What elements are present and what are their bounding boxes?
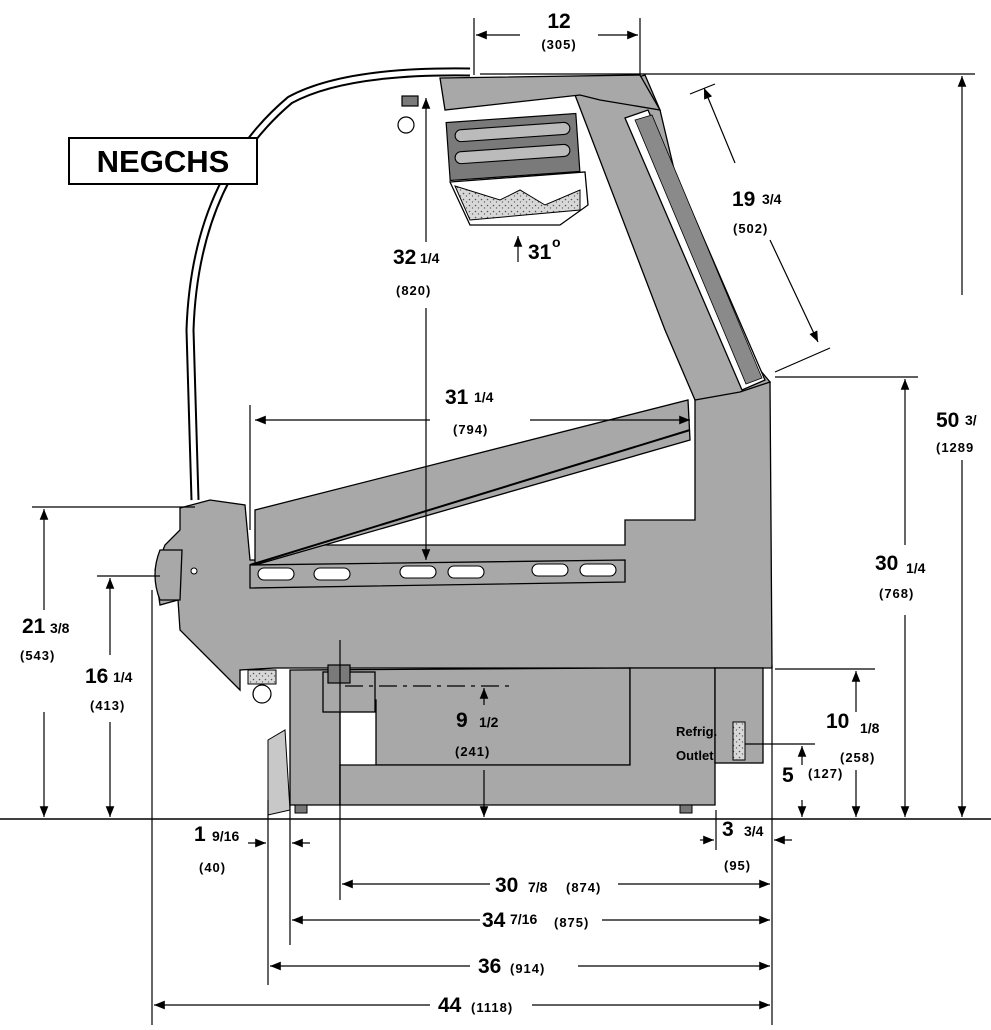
dim-front-height-frac: 3/8 — [50, 620, 70, 636]
dim-rear-base-mm: (258) — [840, 750, 875, 765]
dim-rear-height-mm: (768) — [879, 586, 914, 601]
dim-overall-height-mm: (1289 — [936, 440, 974, 455]
dim-depth-c: 36 — [478, 955, 501, 978]
dim-depth-b-mm: (875) — [554, 915, 589, 930]
dim-top-width: 12 — [547, 10, 570, 33]
dim-outlet-height: 5 — [782, 764, 794, 787]
dim-rear-offset: 3 — [722, 818, 734, 841]
dimension-labels: 12 (305) 19 3/4 (502) 31 o 32 1/4 (820) … — [20, 10, 977, 1017]
dim-rear-offset-frac: 3/4 — [744, 823, 764, 839]
dim-rear-height: 30 — [875, 552, 898, 575]
dim-rear-base-frac: 1/8 — [860, 720, 880, 736]
dim-bumper-height: 16 — [85, 665, 108, 688]
dim-depth-b: 34 — [482, 909, 506, 932]
dim-front-offset: 1 — [194, 823, 206, 846]
dim-bumper-height-mm: (413) — [90, 698, 125, 713]
dim-overall-height-frac: 3/ — [965, 412, 977, 428]
dim-deck-depth-frac: 1/4 — [474, 389, 494, 405]
dim-rear-offset-mm: (95) — [724, 858, 751, 873]
dim-top-width-mm: (305) — [541, 37, 576, 52]
refrig-outlet-line2: Outlet — [676, 748, 714, 763]
refrig-outlet-line1: Refrig. — [676, 724, 717, 739]
dim-front-offset-frac: 9/16 — [212, 828, 239, 844]
angle-value: 31 — [528, 241, 552, 264]
dim-front-height: 21 — [22, 615, 46, 638]
dim-outlet-height-mm: (127) — [808, 766, 843, 781]
dim-bumper-height-frac: 1/4 — [113, 669, 133, 685]
dim-depth-d-mm: (1118) — [471, 1000, 513, 1015]
dim-glass-length-frac: 3/4 — [762, 191, 782, 207]
dim-depth-a-mm: (874) — [566, 880, 601, 895]
diagram-title: NEGCHS — [97, 144, 230, 179]
case-body — [154, 67, 773, 816]
dim-deck-depth-mm: (794) — [453, 422, 488, 437]
dim-base-opening-frac: 1/2 — [479, 714, 499, 730]
dim-front-offset-mm: (40) — [199, 860, 226, 875]
dim-glass-length: 19 — [732, 188, 755, 211]
dim-interior-height-frac: 1/4 — [420, 250, 440, 266]
dim-interior-height: 32 — [393, 246, 416, 269]
dim-depth-a-frac: 7/8 — [528, 879, 548, 895]
dim-glass-length-mm: (502) — [733, 221, 768, 236]
dim-rear-base: 10 — [826, 710, 849, 733]
dim-depth-d: 44 — [438, 994, 462, 1017]
dim-depth-a: 30 — [495, 874, 518, 897]
dim-front-height-mm: (543) — [20, 648, 55, 663]
title-box — [68, 137, 258, 185]
dimension-lines — [32, 18, 975, 1025]
dim-overall-height: 50 — [936, 409, 959, 432]
angle-unit: o — [552, 234, 561, 250]
dim-deck-depth: 31 — [445, 386, 469, 409]
dim-depth-c-mm: (914) — [510, 961, 545, 976]
dim-base-opening-mm: (241) — [455, 744, 490, 759]
dim-base-opening: 9 — [456, 709, 468, 732]
dim-interior-height-mm: (820) — [396, 283, 431, 298]
dim-rear-height-frac: 1/4 — [906, 560, 926, 576]
dim-depth-b-frac: 7/16 — [510, 911, 537, 927]
